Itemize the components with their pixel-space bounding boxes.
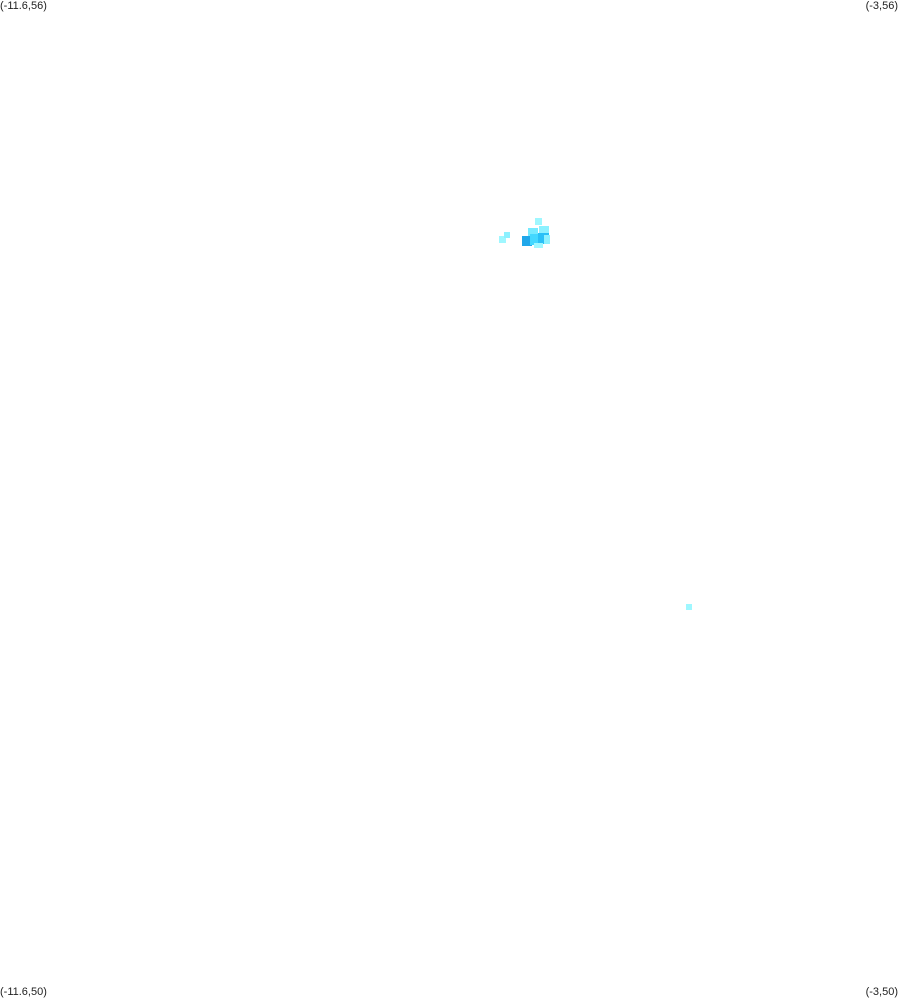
cell-10 (504, 232, 510, 238)
cell-7 (544, 235, 550, 244)
corner-coordinate-top-left: (-11.6,56) (0, 0, 47, 12)
corner-coordinate-bottom-right: (-3,50) (865, 986, 898, 998)
cluster-southeast (686, 604, 692, 610)
cell-11 (686, 604, 692, 610)
corner-coordinate-bottom-left: (-11.6,50) (0, 986, 47, 998)
cell-9 (499, 236, 506, 243)
cluster-west (499, 232, 510, 243)
cell-2 (528, 228, 538, 236)
cell-6 (538, 233, 549, 244)
cell-1 (535, 218, 542, 225)
cell-4 (522, 236, 532, 246)
cell-5 (530, 234, 539, 245)
cell-8 (534, 243, 543, 248)
cell-3 (539, 226, 549, 235)
corner-coordinate-top-right: (-3,56) (865, 0, 898, 12)
cluster-main (522, 218, 550, 248)
